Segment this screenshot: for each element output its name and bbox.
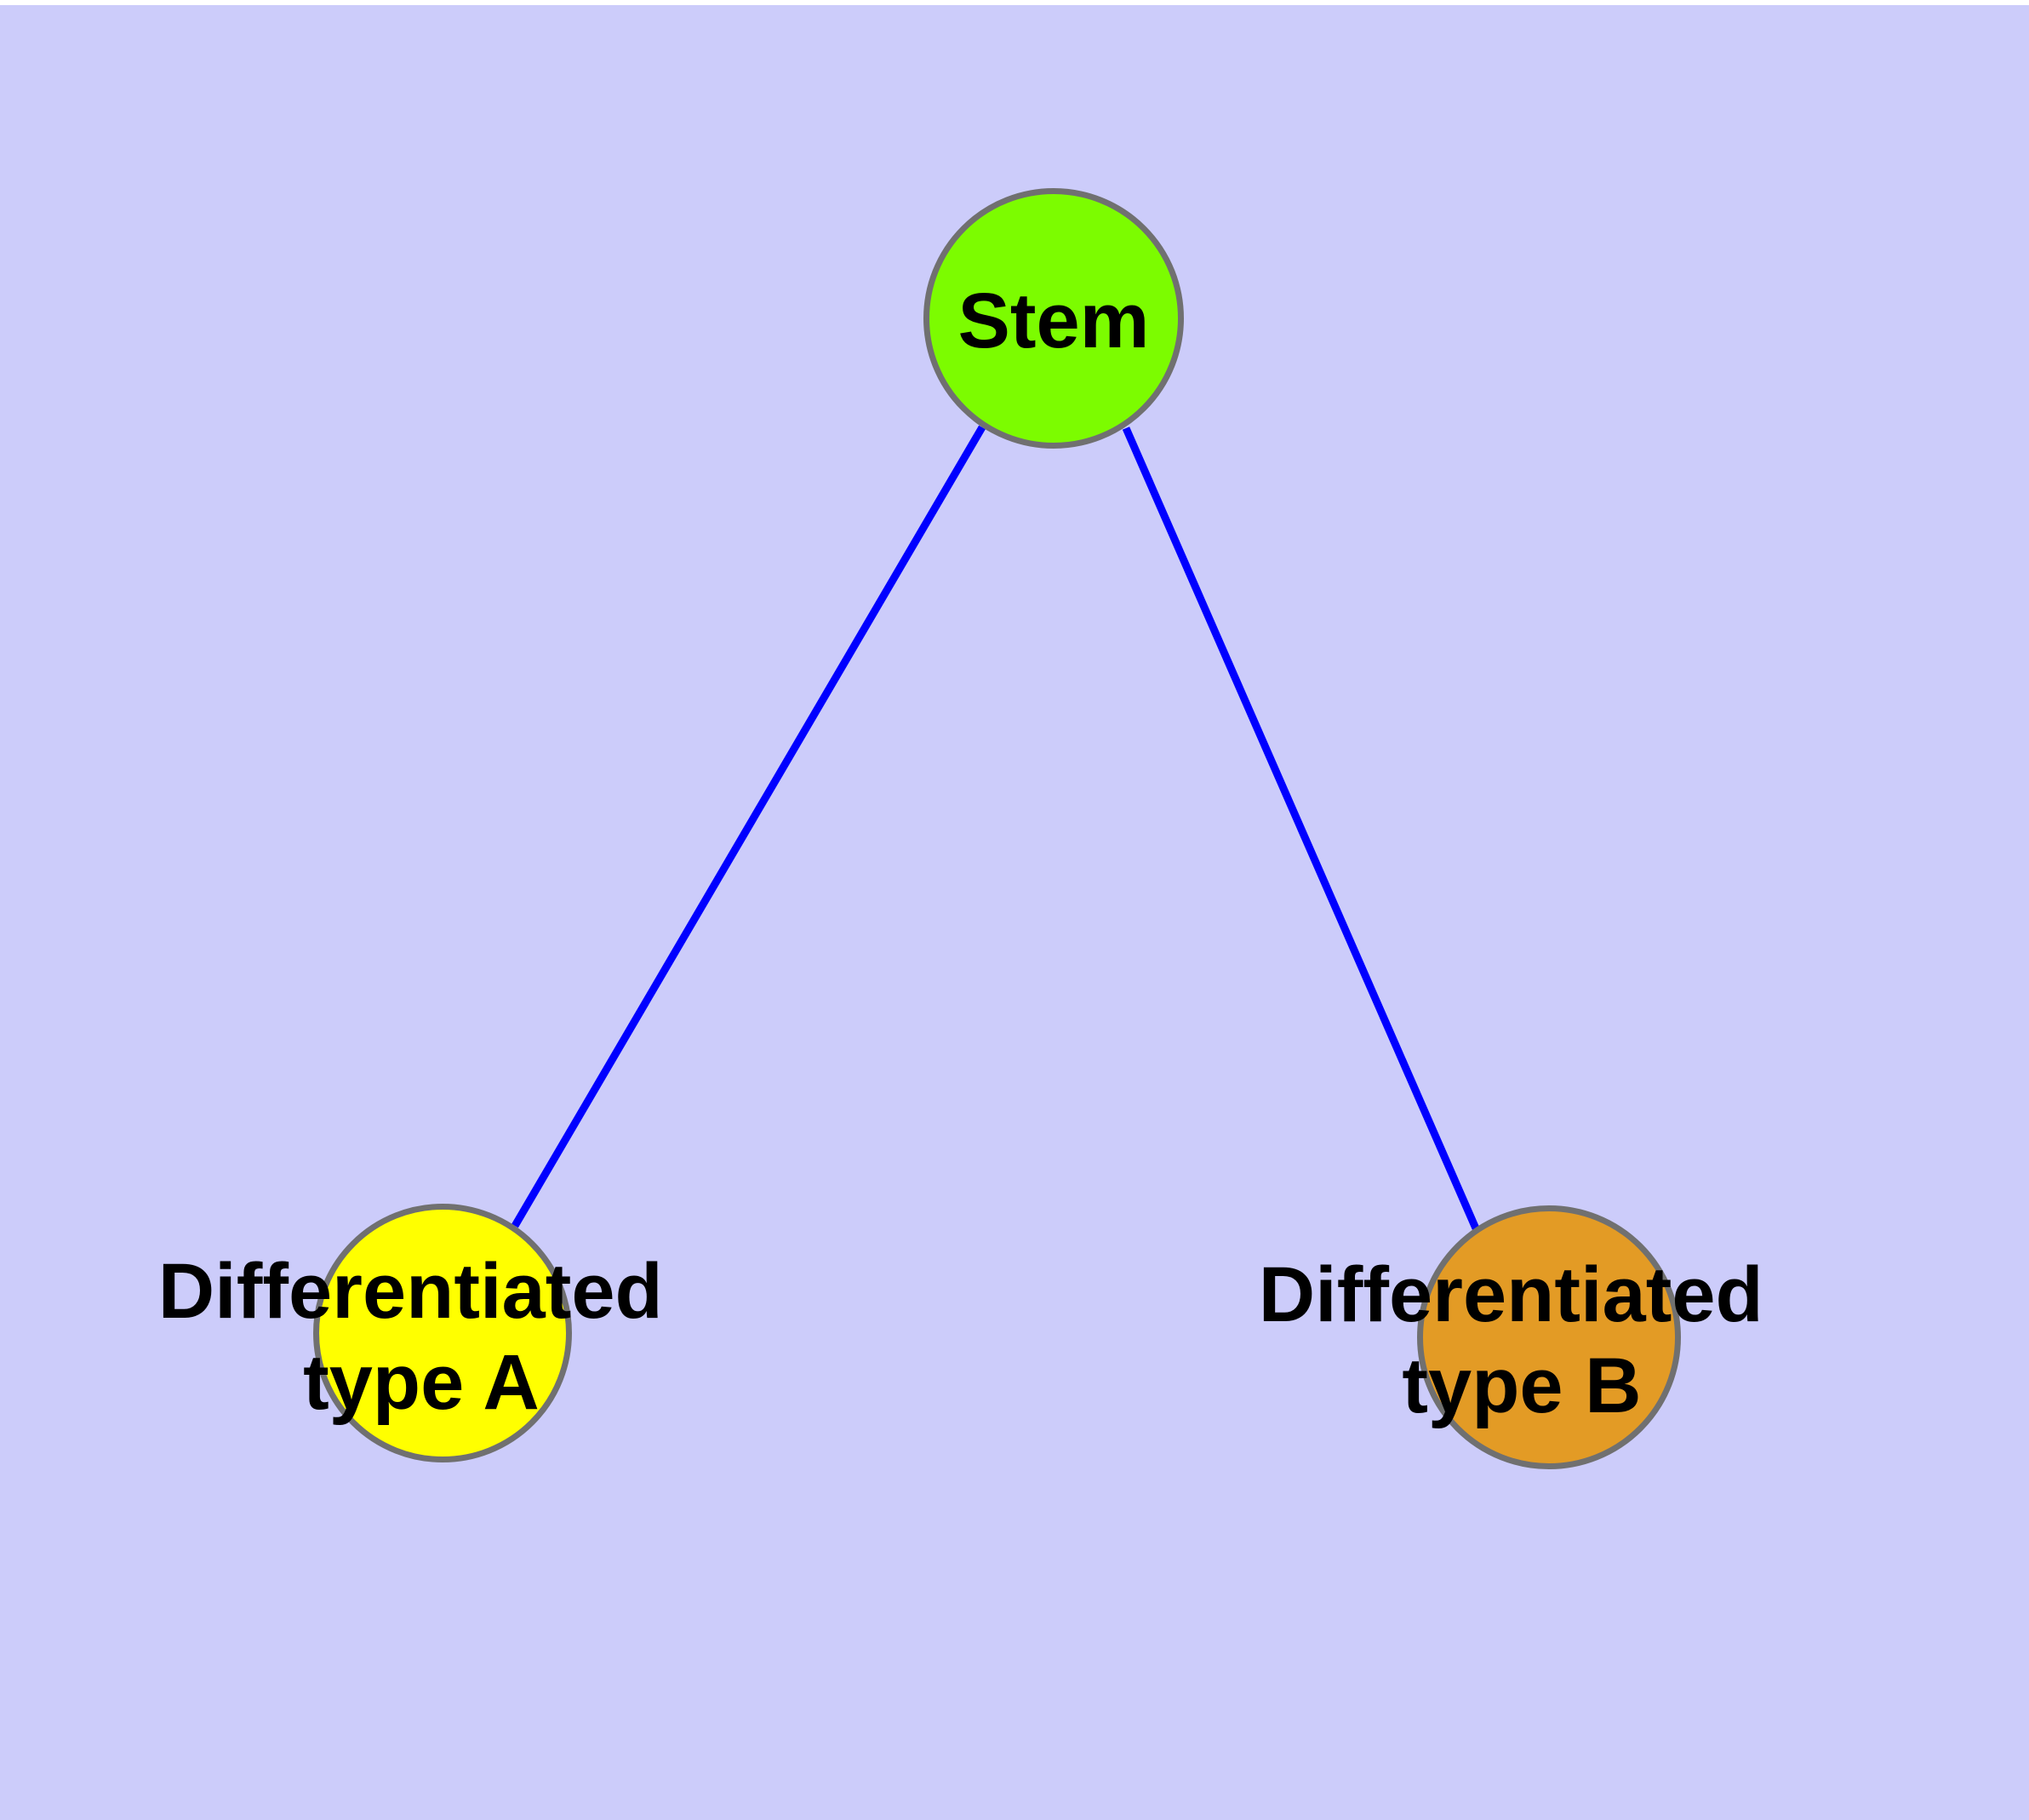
edge-stem-diff-a[interactable] bbox=[512, 425, 986, 1228]
node-stem[interactable]: Stem bbox=[923, 188, 1184, 449]
node-differentiated-type-b-label-line1: Differentiated bbox=[1259, 1251, 1763, 1338]
node-differentiated-type-a-label: Differentiated type A bbox=[158, 1248, 685, 1426]
node-differentiated-type-b-circle[interactable] bbox=[1417, 1205, 1681, 1469]
node-differentiated-type-a[interactable]: Differentiated type A bbox=[158, 1204, 685, 1462]
node-stem-label: Stem bbox=[958, 278, 1150, 364]
node-layer: Stem Differentiated type A Differentiate… bbox=[158, 188, 1786, 1469]
node-differentiated-type-b-label-line2: type B bbox=[1402, 1342, 1641, 1429]
node-differentiated-type-b[interactable]: Differentiated type B bbox=[1259, 1205, 1786, 1469]
edge-layer bbox=[512, 425, 1480, 1230]
node-differentiated-type-b-label: Differentiated type B bbox=[1259, 1251, 1786, 1429]
edge-stem-diff-b[interactable] bbox=[1122, 426, 1480, 1230]
node-differentiated-type-a-label-line2: type A bbox=[303, 1339, 540, 1426]
node-differentiated-type-a-circle[interactable] bbox=[313, 1204, 572, 1462]
node-stem-circle[interactable] bbox=[923, 188, 1184, 449]
node-differentiated-type-a-label-line1: Differentiated bbox=[158, 1248, 663, 1335]
